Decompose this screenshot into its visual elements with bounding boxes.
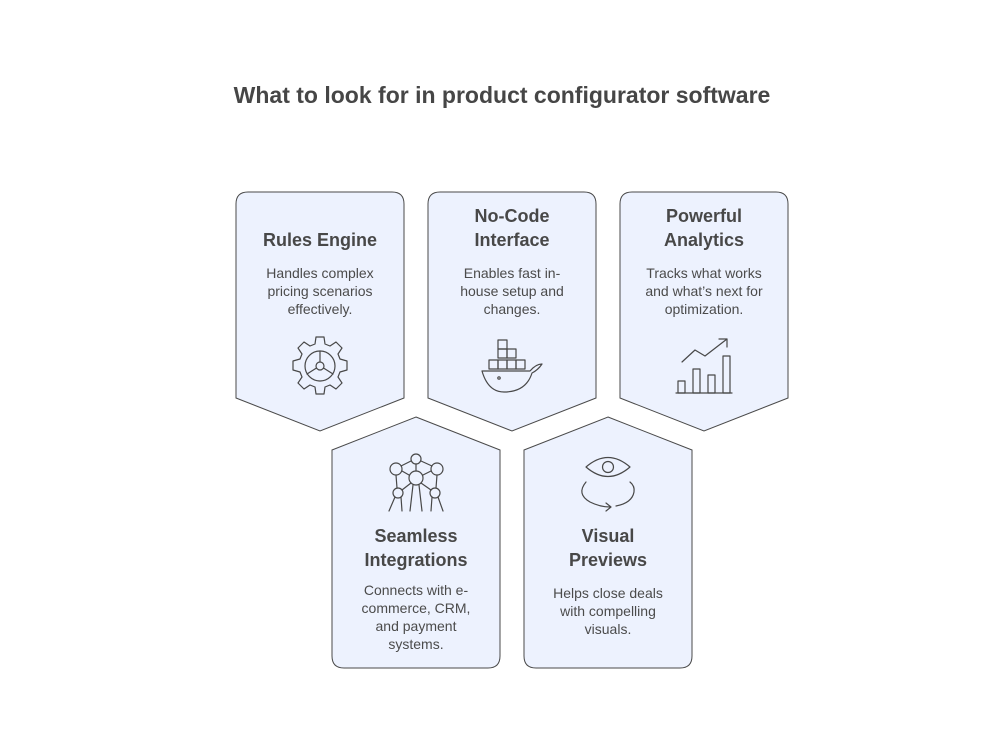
card-title: Seamless Integrations [364,526,468,570]
card-powerful-analytics [619,191,789,432]
card-text-seamless-integrations: Seamless Integrations Connects with e- c… [341,524,491,653]
page-title: What to look for in product configurator… [233,82,771,108]
card-text-powerful-analytics: Powerful Analytics Tracks what works and… [629,204,779,318]
card-description: Tracks what works and what’s next for op… [645,265,763,317]
card-no-code-interface [427,191,597,432]
gear-icon [292,336,348,395]
card-description: Helps close deals with compelling visual… [553,585,663,637]
card-description: Connects with e- commerce, CRM, and paym… [361,582,471,652]
card-description: Handles complex pricing scenarios effect… [266,265,374,317]
card-title: Powerful Analytics [663,206,745,250]
card-description: Enables fast in- house setup and changes… [460,265,564,317]
card-text-visual-previews: Visual Previews Helps close deals with c… [533,524,683,638]
card-seamless-integrations [331,416,501,669]
network-molecule-icon [388,453,444,512]
card-title: No-Code Interface [474,206,550,250]
card-text-no-code-interface: No-Code Interface Enables fast in- house… [437,204,587,318]
docker-whale-icon [481,339,543,393]
card-title: Visual Previews [568,526,648,570]
card-rules-engine [235,191,405,432]
card-title: Rules Engine [262,230,378,250]
card-visual-previews [523,416,693,669]
bar-chart-trend-icon [675,338,733,394]
eye-rotate-icon [581,456,635,512]
card-text-rules-engine: Rules Engine Handles complex pricing sce… [245,228,395,318]
